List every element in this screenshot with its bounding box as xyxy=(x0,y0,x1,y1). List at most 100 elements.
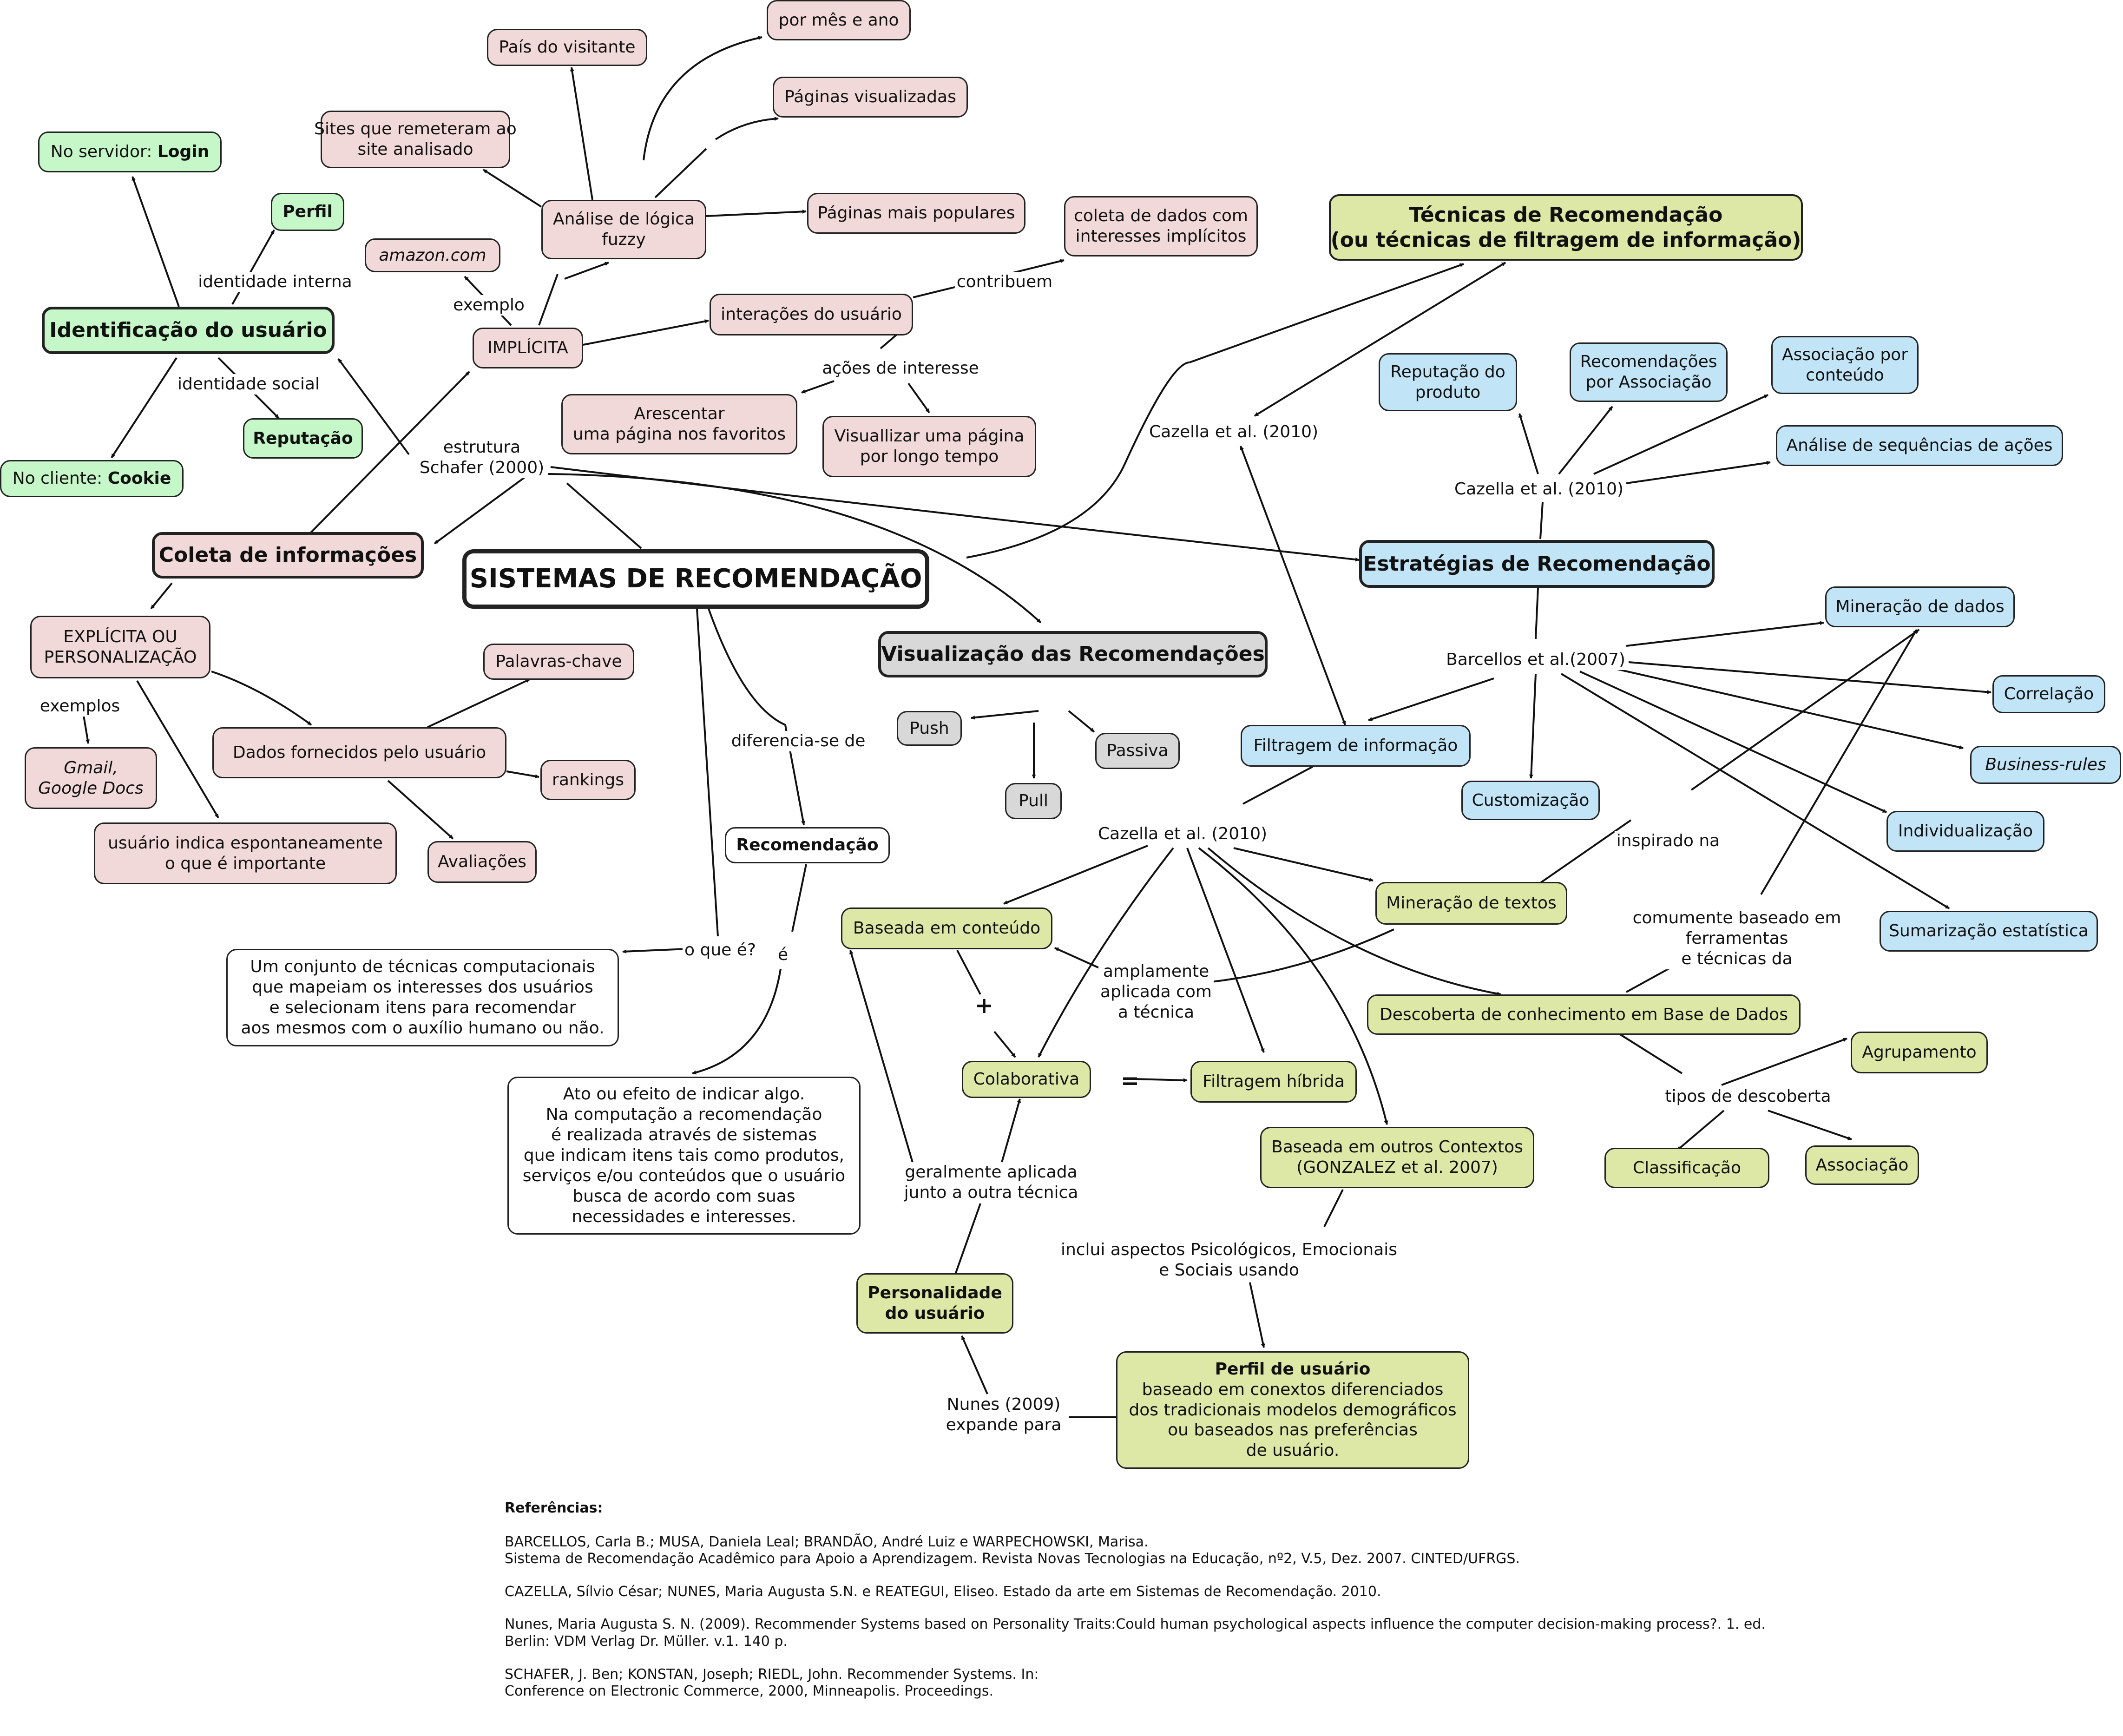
label-acoes-de-interesse: ações de interesse xyxy=(820,358,981,379)
label-diferencia-se-de: diferencia-se de xyxy=(729,731,868,751)
node-agrupamento[interactable]: Agrupamento xyxy=(1851,1032,1988,1073)
node-reputacao[interactable]: Reputação xyxy=(243,418,363,459)
reference-nunes: Nunes, Maria Augusta S. N. (2009). Recom… xyxy=(505,1616,2038,1650)
ato-line-2: Na computação a recomendação xyxy=(546,1105,822,1124)
node-push[interactable]: Push xyxy=(897,711,962,746)
node-business-rules[interactable]: Business-rules xyxy=(1970,746,2121,784)
cookie-prefix: No cliente: xyxy=(12,469,108,488)
node-sistemas-de-recomendacao[interactable]: SISTEMAS DE RECOMENDAÇÃO xyxy=(462,549,929,609)
node-descoberta-de-conhecimento[interactable]: Descoberta de conhecimento em Base de Da… xyxy=(1367,994,1801,1035)
sites-line-1: Sites que remeteram ao xyxy=(314,119,517,139)
arescentar-line-1: Arescentar xyxy=(634,404,725,424)
node-customizacao[interactable]: Customização xyxy=(1461,781,1600,820)
node-sumarizacao-estatistica[interactable]: Sumarização estatística xyxy=(1880,911,2098,952)
ato-line-7: necessidades e interesses. xyxy=(572,1207,796,1226)
node-identificacao-do-usuario[interactable]: Identificação do usuário xyxy=(42,307,335,354)
node-rankings[interactable]: rankings xyxy=(540,760,636,800)
amplamente-line-3: a técnica xyxy=(1117,1002,1195,1022)
node-baseada-em-outros-contextos[interactable]: Baseada em outros Contextos(GONZALEZ et … xyxy=(1260,1127,1534,1188)
tecnicas-line-1: Técnicas de Recomendação xyxy=(1409,203,1723,227)
node-analise-de-sequencias[interactable]: Análise de sequências de ações xyxy=(1776,425,2063,466)
perfil-usuario-line-4: de usuário. xyxy=(1246,1441,1340,1460)
outros-contextos-line-1: Baseada em outros Contextos xyxy=(1271,1138,1523,1157)
label-barcellos: Barcellos et al.(2007) xyxy=(1444,650,1627,670)
node-palavras-chave[interactable]: Palavras-chave xyxy=(483,644,634,680)
node-filtragem-hibrida[interactable]: Filtragem híbrida xyxy=(1190,1061,1357,1103)
espontaneamente-line-2: o que é importante xyxy=(164,854,326,873)
perfil-usuario-line-1: baseado em conextos diferenciados xyxy=(1142,1380,1444,1399)
comumente-line-2: ferramentas xyxy=(1685,929,1788,948)
inclui-line-2: e Sociais usando xyxy=(1159,1261,1299,1280)
node-paginas-mais-populares[interactable]: Páginas mais populares xyxy=(807,193,1025,234)
nunes-line-1: Nunes (2009) xyxy=(946,1395,1061,1414)
node-pais-do-visitante[interactable]: País do visitante xyxy=(487,29,647,66)
coleta-implicitos-line-2: interesses implícitos xyxy=(1075,227,1247,246)
node-por-mes-e-ano[interactable]: por mês e ano xyxy=(767,0,911,40)
node-no-cliente-cookie[interactable]: No cliente: Cookie xyxy=(0,460,184,497)
conjunto-line-3: e selecionam itens para recomendar xyxy=(269,998,576,1017)
node-colaborativa[interactable]: Colaborativa xyxy=(962,1061,1091,1098)
node-mineracao-de-dados[interactable]: Mineração de dados xyxy=(1825,586,2015,627)
node-mineracao-de-textos[interactable]: Mineração de textos xyxy=(1375,882,1567,925)
reference-line: SCHAFER, J. Ben; KONSTAN, Joseph; RIEDL,… xyxy=(505,1666,1039,1683)
reference-line: Sistema de Recomendação Acadêmico para A… xyxy=(505,1551,1520,1567)
node-no-servidor-login[interactable]: No servidor: Login xyxy=(38,132,222,172)
node-gmail-google-docs[interactable]: Gmail,Google Docs xyxy=(25,747,157,809)
assoc-conteudo-line-2: conteúdo xyxy=(1806,365,1884,385)
node-filtragem-de-informacao[interactable]: Filtragem de informação xyxy=(1241,725,1471,767)
node-individualizacao[interactable]: Individualização xyxy=(1886,811,2044,852)
label-cazella-estrategias: Cazella et al. (2010) xyxy=(1452,479,1626,500)
geralmente-line-2: junto a outra técnica xyxy=(904,1183,1078,1202)
node-passiva[interactable]: Passiva xyxy=(1095,733,1180,769)
perfil-usuario-line-3: ou baseados nas preferências xyxy=(1168,1420,1418,1440)
ato-line-3: é realizada através de sistemas xyxy=(551,1125,817,1145)
node-perfil[interactable]: Perfil xyxy=(271,193,344,231)
node-visualizacao-das-recomendacoes[interactable]: Visualização das Recomendações xyxy=(878,631,1268,677)
reference-cazella: CAZELLA, Sílvio César; NUNES, Maria Augu… xyxy=(505,1584,2038,1601)
node-baseada-em-conteudo[interactable]: Baseada em conteúdo xyxy=(841,907,1052,949)
estrutura-line-1: estrutura xyxy=(443,438,521,457)
fuzzy-line-1: Análise de lógica xyxy=(552,210,695,229)
node-coleta-de-informacoes[interactable]: Coleta de informações xyxy=(152,532,424,579)
node-dados-fornecidos-pelo-usuario[interactable]: Dados fornecidos pelo usuário xyxy=(212,727,506,778)
perfil-usuario-line-2: dos tradicionais modelos demográficos xyxy=(1129,1400,1457,1420)
espontaneamente-line-1: usuário indica espontaneamente xyxy=(108,833,383,853)
node-classificacao[interactable]: Classificação xyxy=(1604,1148,1769,1188)
node-tecnicas-de-recomendacao[interactable]: Técnicas de Recomendação(ou técnicas de … xyxy=(1329,194,1803,261)
label-o-que-e: o que é? xyxy=(683,940,758,960)
node-paginas-visualizadas[interactable]: Páginas visualizadas xyxy=(773,77,968,118)
references: Referências: BARCELLOS, Carla B.; MUSA, … xyxy=(505,1500,2038,1716)
perfil-usuario-title: Perfil de usuário xyxy=(1215,1359,1371,1379)
node-associacao[interactable]: Associação xyxy=(1805,1145,1919,1185)
login-bold: Login xyxy=(157,142,210,162)
equals-sign: = xyxy=(1121,1068,1139,1094)
node-interacoes-do-usuario[interactable]: interações do usuário xyxy=(710,294,913,335)
outros-contextos-line-2: (GONZALEZ et al. 2007) xyxy=(1296,1158,1498,1177)
node-recomendacao[interactable]: Recomendação xyxy=(725,827,890,863)
label-tipos-de-descoberta: tipos de descoberta xyxy=(1663,1086,1833,1107)
node-correlacao[interactable]: Correlação xyxy=(1992,675,2105,713)
visualizar-line-2: por longo tempo xyxy=(860,447,999,466)
node-implicita[interactable]: IMPLÍCITA xyxy=(473,328,583,368)
login-prefix: No servidor: xyxy=(50,142,158,162)
node-pull[interactable]: Pull xyxy=(1005,783,1062,819)
node-amazon[interactable]: amazon.com xyxy=(365,238,500,272)
node-avaliacoes[interactable]: Avaliações xyxy=(427,841,537,883)
node-ato-ou-efeito[interactable]: Ato ou efeito de indicar algo.Na computa… xyxy=(507,1077,861,1235)
node-estrategias-de-recomendacao[interactable]: Estratégias de Recomendação xyxy=(1359,540,1715,588)
label-cazella-tecnicas: Cazella et al. (2010) xyxy=(1147,422,1321,442)
